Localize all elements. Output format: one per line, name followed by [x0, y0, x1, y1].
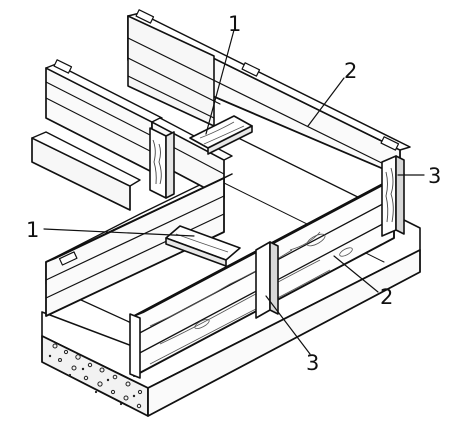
upright-post-left	[149, 127, 175, 199]
concrete-texture	[48, 343, 143, 409]
label-post-right: 3	[428, 164, 441, 188]
upright-post-right	[381, 155, 405, 237]
foundation-base	[41, 209, 421, 417]
left-front-wall	[45, 173, 233, 317]
label-post-bottom: 3	[306, 351, 319, 375]
label-strut-upper: 1	[228, 12, 241, 36]
callout-labels: 1 1 2 2 3 3	[26, 12, 441, 375]
label-board-upper: 2	[344, 59, 357, 83]
cross-strut-upper	[189, 115, 253, 155]
label-board-lower: 2	[380, 285, 393, 309]
leader-lines	[43, 29, 425, 355]
cross-strut-lower	[165, 225, 241, 267]
rear-wall-panel	[127, 9, 411, 177]
upright-post-middle	[255, 241, 279, 319]
label-strut-lower: 1	[26, 218, 39, 242]
